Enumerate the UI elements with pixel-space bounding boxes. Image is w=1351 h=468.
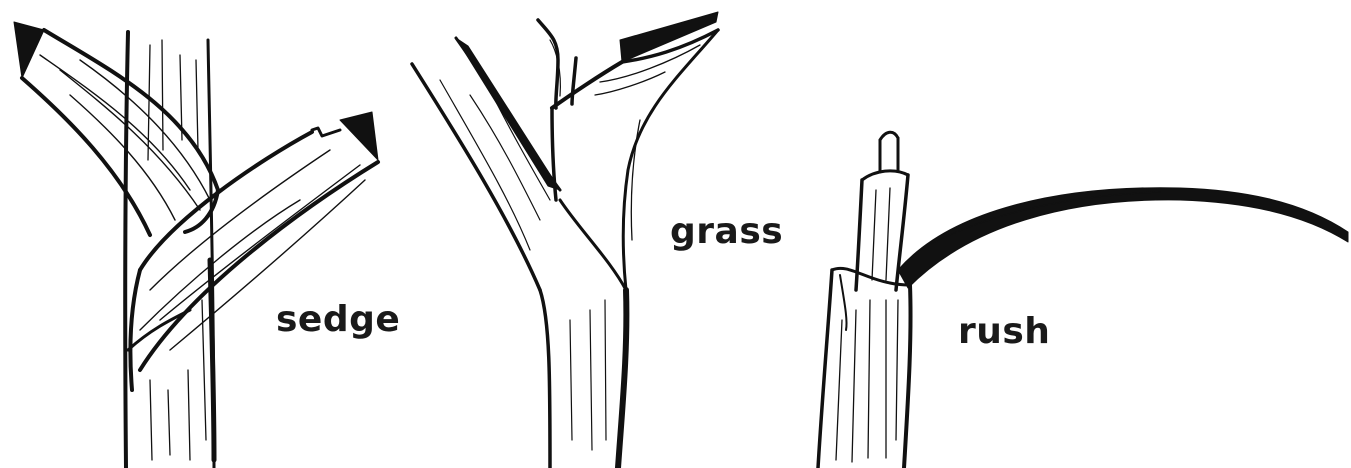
rush-label: rush	[958, 311, 1051, 352]
rush-illustration	[816, 130, 1349, 468]
sedge-label: sedge	[276, 299, 401, 340]
sedge-illustration	[13, 21, 380, 468]
grass-illustration	[410, 11, 720, 468]
grass-label: grass	[670, 211, 784, 252]
